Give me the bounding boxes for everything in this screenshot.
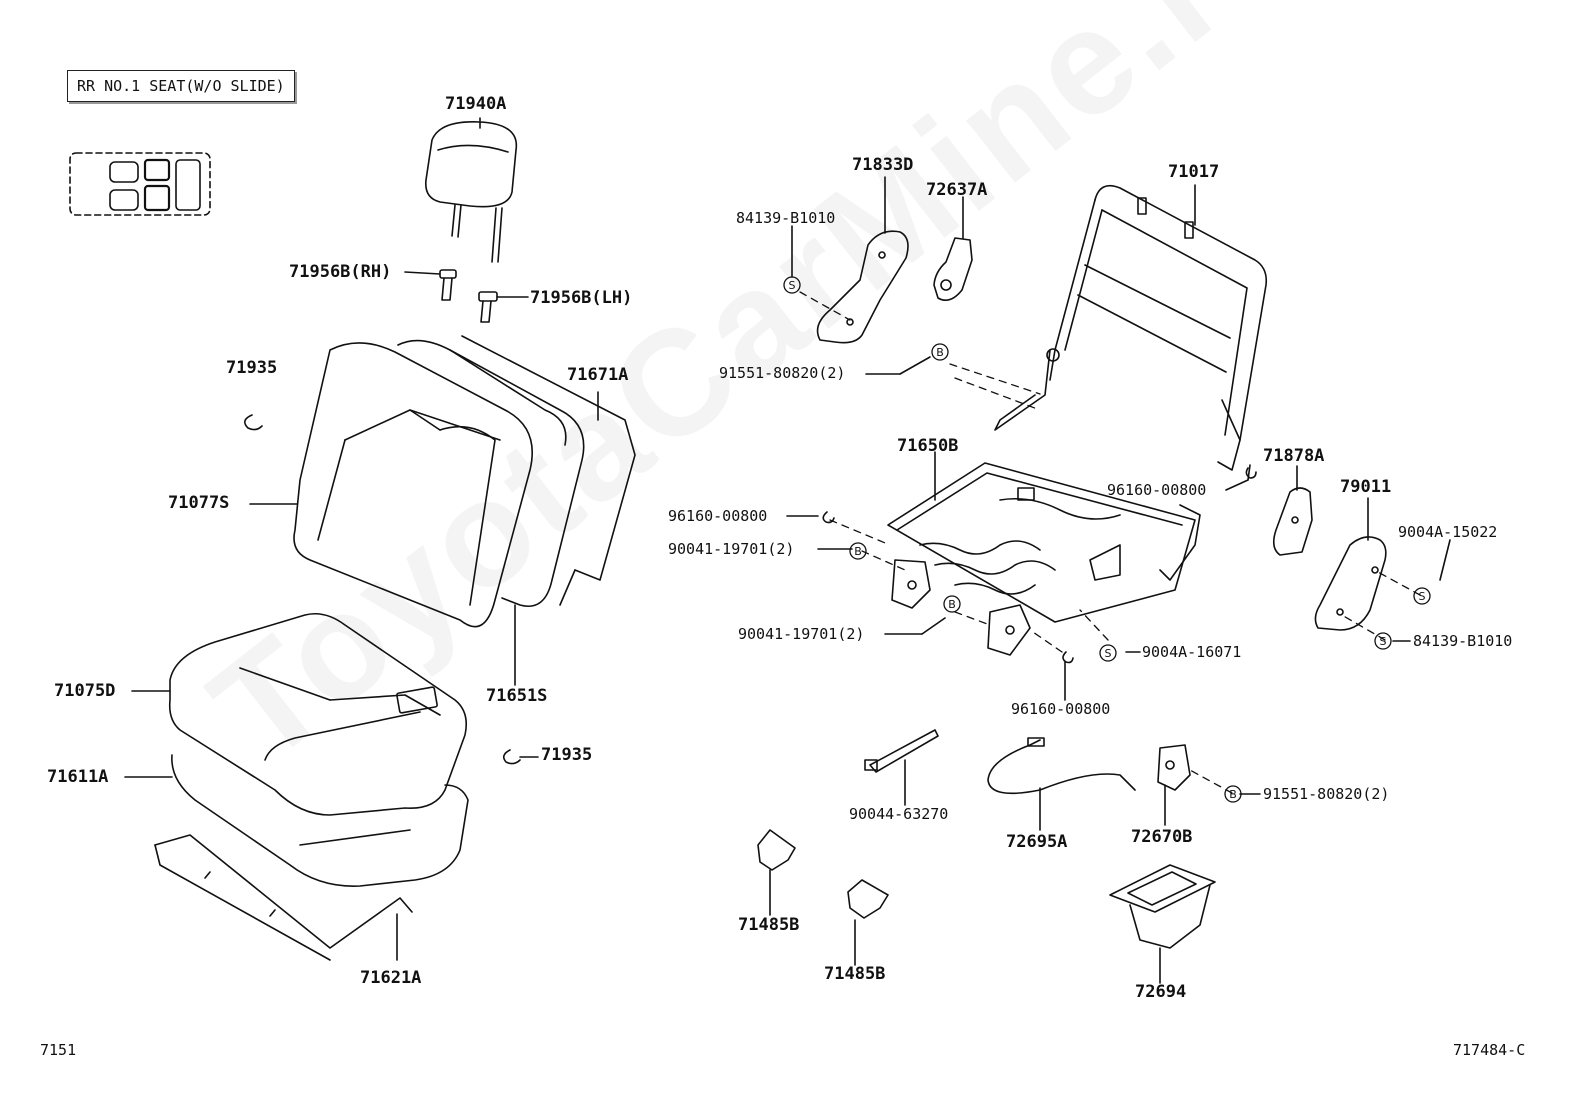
dashed-lines xyxy=(799,291,1421,794)
screw-marker xyxy=(783,276,801,294)
clip-96160-right xyxy=(1245,467,1257,479)
screw-marker xyxy=(1099,644,1117,662)
part-label-91551-top: 91551-80820(2) xyxy=(719,364,846,382)
seat-cushion-cover-drawing xyxy=(168,612,468,816)
hinge-bracket-left xyxy=(891,559,931,609)
part-label-72637A: 72637A xyxy=(926,180,988,200)
cable-end xyxy=(1027,737,1045,747)
part-label-71956B-RH: 71956B(RH) xyxy=(289,262,392,282)
part-label-72695A: 72695A xyxy=(1006,832,1068,852)
hinge-bracket-right xyxy=(987,604,1031,656)
hinge-cover-72637A-drawing xyxy=(933,237,973,301)
screw-marker xyxy=(1413,587,1431,605)
seatback-board-drawing xyxy=(461,335,636,606)
seatback-pad-drawing xyxy=(397,339,585,607)
part-label-9004A-15022: 9004A-15022 xyxy=(1398,523,1498,541)
part-label-71650B: 71650B xyxy=(897,436,959,456)
part-label-71671A: 71671A xyxy=(567,365,629,385)
part-label-71878A: 71878A xyxy=(1263,446,1325,466)
part-label-96160-bottom: 96160-00800 xyxy=(1011,700,1111,718)
bolt-marker xyxy=(943,595,961,613)
release-cable-drawing xyxy=(987,739,1136,795)
part-label-84139-bottom: 84139-B1010 xyxy=(1413,632,1513,650)
part-label-71935-top: 71935 xyxy=(226,358,278,378)
marker-S: S xyxy=(1105,647,1112,660)
part-label-71940A: 71940A xyxy=(445,94,507,114)
part-label-72694: 72694 xyxy=(1135,982,1187,1002)
hinge-cover-71878A-drawing xyxy=(1272,487,1313,556)
marker-B: B xyxy=(936,346,944,359)
headrest-drawing xyxy=(424,121,518,263)
part-label-71935-bottom: 71935 xyxy=(541,745,593,765)
part-label-71833D: 71833D xyxy=(852,155,914,175)
bolt-marker xyxy=(931,343,949,361)
clip-96160-left xyxy=(822,511,835,524)
part-label-90044-63270: 90044-63270 xyxy=(849,805,949,823)
part-label-84139-top: 84139-B1010 xyxy=(736,209,836,227)
seat-cushion-pad-drawing xyxy=(171,754,469,887)
seat-location-icon xyxy=(69,152,211,216)
part-label-71651S: 71651S xyxy=(486,686,548,706)
part-label-71017: 71017 xyxy=(1168,162,1220,182)
clip-96160-bottom xyxy=(1062,651,1074,664)
part-label-71077S: 71077S xyxy=(168,493,230,513)
seat-side-cover-71833D-drawing xyxy=(816,230,909,344)
hinge-cover-71485B-a-drawing xyxy=(757,829,796,871)
screw-marker xyxy=(1374,632,1392,650)
part-label-71956B-LH: 71956B(LH) xyxy=(530,288,633,308)
marker-B: B xyxy=(1229,788,1237,801)
storage-tray-drawing xyxy=(1109,864,1216,949)
part-label-71485B-b: 71485B xyxy=(824,964,886,984)
part-label-90041-b: 90041-19701(2) xyxy=(738,625,865,643)
clip-71935-bottom xyxy=(502,749,521,765)
markers xyxy=(783,276,1431,803)
seatback-cover-drawing xyxy=(293,342,534,628)
marker-B: B xyxy=(854,545,862,558)
bolt-marker xyxy=(849,542,867,560)
seat-spring-pad-drawing xyxy=(154,834,413,961)
seat-lock-drawing xyxy=(1157,744,1191,791)
part-label-71611A: 71611A xyxy=(47,767,109,787)
leader-lines xyxy=(124,117,1451,984)
part-label-90041-a: 90041-19701(2) xyxy=(668,540,795,558)
part-label-96160-left: 96160-00800 xyxy=(668,507,768,525)
footer-right-code: 717484-C xyxy=(1453,1041,1526,1059)
part-label-71621A: 71621A xyxy=(360,968,422,988)
marker-S: S xyxy=(789,279,796,292)
marker-B: B xyxy=(948,598,956,611)
seat-cushion-frame-drawing xyxy=(887,462,1201,623)
part-label-71075D: 71075D xyxy=(54,681,116,701)
tie-strap-drawing xyxy=(864,729,939,773)
marker-letters: S B B B S S S B xyxy=(789,279,1426,801)
seatback-frame-drawing xyxy=(994,184,1268,471)
part-label-96160-right: 96160-00800 xyxy=(1107,481,1207,499)
part-label-79011: 79011 xyxy=(1340,477,1392,497)
marker-S: S xyxy=(1419,590,1426,603)
marker-S: S xyxy=(1380,635,1387,648)
headrest-support-drawing xyxy=(439,269,498,323)
part-label-71485B-a: 71485B xyxy=(738,915,800,935)
seat-side-cover-79011-drawing xyxy=(1314,536,1387,631)
part-label-9004A-16071: 9004A-16071 xyxy=(1142,643,1242,661)
part-label-91551-bottom: 91551-80820(2) xyxy=(1263,785,1390,803)
part-label-72670B: 72670B xyxy=(1131,827,1193,847)
diagram-title: RR NO.1 SEAT(W/O SLIDE) xyxy=(67,70,295,102)
bolt-marker xyxy=(1224,785,1242,803)
hinge-cover-71485B-b-drawing xyxy=(847,879,889,919)
clip-71935-top xyxy=(244,414,263,431)
footer-left-code: 7151 xyxy=(40,1041,77,1059)
